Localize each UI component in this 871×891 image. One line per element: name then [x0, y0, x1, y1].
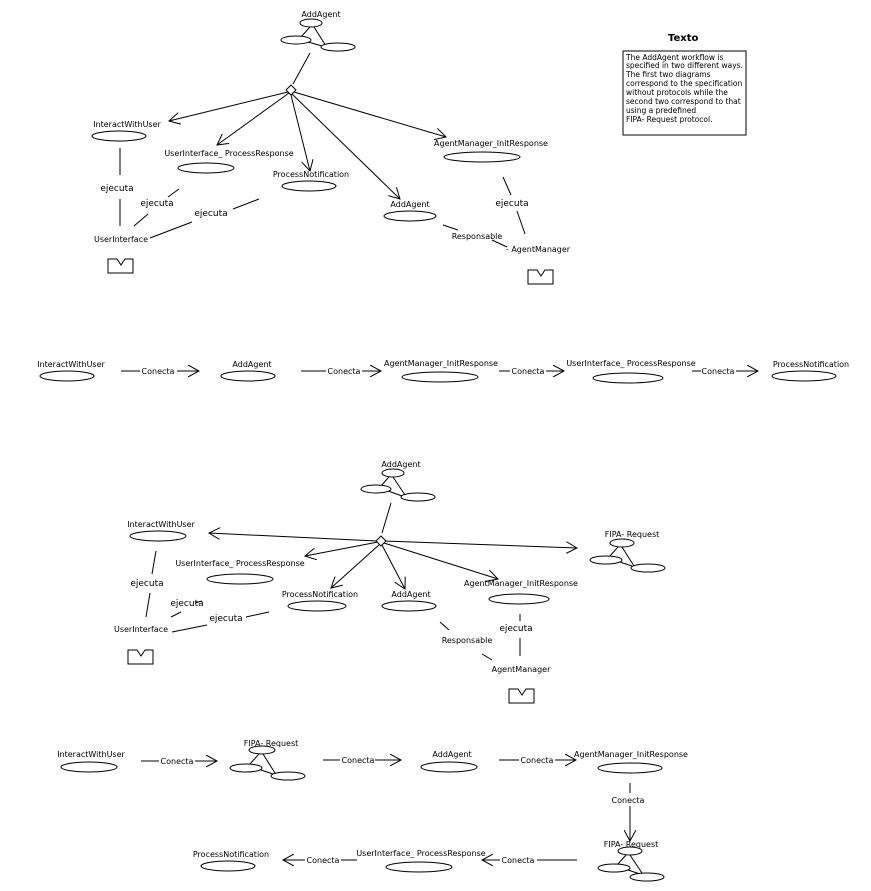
relation-label: ejecuta — [209, 614, 242, 624]
role-agent-manager-icon — [527, 269, 554, 285]
node-process-notification — [200, 860, 256, 872]
relation-label: ejecuta — [140, 199, 173, 209]
protocol-fipa-request-icon — [229, 745, 306, 781]
node-label: AddAgent — [432, 750, 471, 759]
task-ui-process-response — [177, 162, 235, 174]
task-label: AddAgent — [391, 590, 430, 599]
node-interact-with-user — [39, 370, 95, 382]
node-label: AgentManager_InitResponse — [384, 359, 498, 368]
edge-label: Conecta — [161, 757, 194, 766]
task-agentmanager-init-response — [488, 593, 550, 605]
task-agentmanager-init-response — [443, 151, 521, 163]
role-label: AgentManager — [492, 665, 551, 674]
task-add-agent — [381, 600, 437, 612]
edge-label: Conecta — [342, 756, 375, 765]
note-line: second two correspond to that — [626, 97, 741, 106]
workflow-label: AddAgent — [381, 460, 420, 469]
node-init-response — [597, 762, 663, 774]
relation-label: ejecuta — [194, 209, 227, 219]
node-label: ProcessNotification — [773, 360, 849, 369]
role-user-interface-icon — [107, 258, 134, 274]
node-label: AgentManager_InitResponse — [574, 750, 688, 759]
task-label: ProcessNotification — [282, 590, 358, 599]
note-line: The first two diagrams — [625, 70, 711, 79]
note-line: specified in two different ways. — [626, 61, 743, 70]
task-label: UserInterface_ ProcessResponse — [164, 149, 293, 158]
node-label: ProcessNotification — [193, 850, 269, 859]
node-ui-process-response — [385, 861, 453, 873]
task-label: InteractWithUser — [93, 120, 161, 129]
edge-label: Conecta — [307, 856, 340, 865]
diagram-3-workflow-protocol: AddAgent InteractWithUser UserInterface_… — [114, 460, 666, 704]
role-agent-manager-icon — [508, 688, 535, 704]
diagram-1-workflow: AddAgent InteractWithUser UserInterface_… — [91, 10, 571, 285]
role-label: UserInterface — [94, 235, 148, 244]
role-user-interface-icon — [127, 649, 154, 665]
node-label: UserInterface_ ProcessResponse — [566, 359, 695, 368]
edge-label: Conecta — [502, 856, 535, 865]
protocol-label: FIPA- Request — [604, 840, 659, 849]
protocol-label: FIPA- Request — [605, 530, 660, 539]
note-line: using a predefined — [626, 106, 696, 115]
edge-label: Conecta — [612, 796, 645, 805]
node-add-agent — [420, 761, 478, 773]
role-label: UserInterface — [114, 625, 168, 634]
diagram-4-sequence-protocol: InteractWithUser FIPA- Request AddAgent … — [57, 739, 688, 882]
relation-label: ejecuta — [100, 184, 133, 194]
edge-label: Conecta — [328, 367, 361, 376]
node-label: UserInterface_ ProcessResponse — [356, 849, 485, 858]
relation-label: ejecuta — [499, 624, 532, 634]
text-note: Texto The AddAgent workflow is specified… — [622, 33, 747, 136]
task-interact-with-user — [91, 130, 147, 142]
note-line: without protocols while the — [626, 88, 728, 97]
task-label: AddAgent — [390, 200, 429, 209]
edge-label: Conecta — [521, 756, 554, 765]
workflow-addagent-icon — [360, 468, 436, 502]
task-add-agent — [383, 210, 437, 222]
task-interact-with-user — [129, 530, 187, 542]
node-ui-process-response — [592, 372, 664, 384]
protocol-label: FIPA- Request — [244, 739, 299, 748]
note-title: Texto — [668, 33, 699, 44]
task-ui-process-response — [206, 573, 274, 585]
node-init-response — [401, 371, 479, 383]
node-add-agent — [220, 370, 276, 382]
task-label: InteractWithUser — [127, 520, 195, 529]
task-label: AgentManager_InitResponse — [464, 579, 578, 588]
relation-label: Responsable — [442, 636, 493, 645]
note-box — [622, 50, 747, 136]
note-line: correspond to the specification — [626, 79, 743, 88]
task-label: UserInterface_ ProcessResponse — [175, 559, 304, 568]
node-label: AddAgent — [232, 360, 271, 369]
node-label: InteractWithUser — [57, 750, 125, 759]
and-split-diamond — [375, 535, 387, 547]
workflow-label: AddAgent — [301, 10, 340, 19]
protocol-fipa-request-icon — [589, 538, 666, 573]
protocol-fipa-request-icon-2 — [597, 846, 665, 882]
edge-label: Conecta — [702, 367, 735, 376]
and-split-diamond — [285, 84, 297, 96]
diagram-2-sequence: InteractWithUser AddAgent AgentManager_I… — [37, 359, 849, 384]
task-process-notification — [287, 600, 347, 612]
relation-label: Responsable — [452, 232, 503, 241]
note-line: The AddAgent workflow is — [625, 53, 724, 62]
node-process-notification — [771, 370, 837, 382]
task-label: ProcessNotification — [273, 170, 349, 179]
workflow-addagent-icon — [280, 18, 356, 52]
relation-label: ejecuta — [170, 599, 203, 609]
note-line: FIPA- Request protocol. — [626, 115, 712, 124]
role-label: - AgentManager — [506, 245, 571, 254]
relation-label: ejecuta — [130, 579, 163, 589]
node-label: InteractWithUser — [37, 360, 105, 369]
node-interact-with-user — [60, 761, 118, 773]
task-label: AgentManager_InitResponse — [434, 139, 548, 148]
task-process-notification — [281, 180, 337, 192]
relation-label: ejecuta — [495, 199, 528, 209]
edge-label: Conecta — [512, 367, 545, 376]
edge-label: Conecta — [142, 367, 175, 376]
